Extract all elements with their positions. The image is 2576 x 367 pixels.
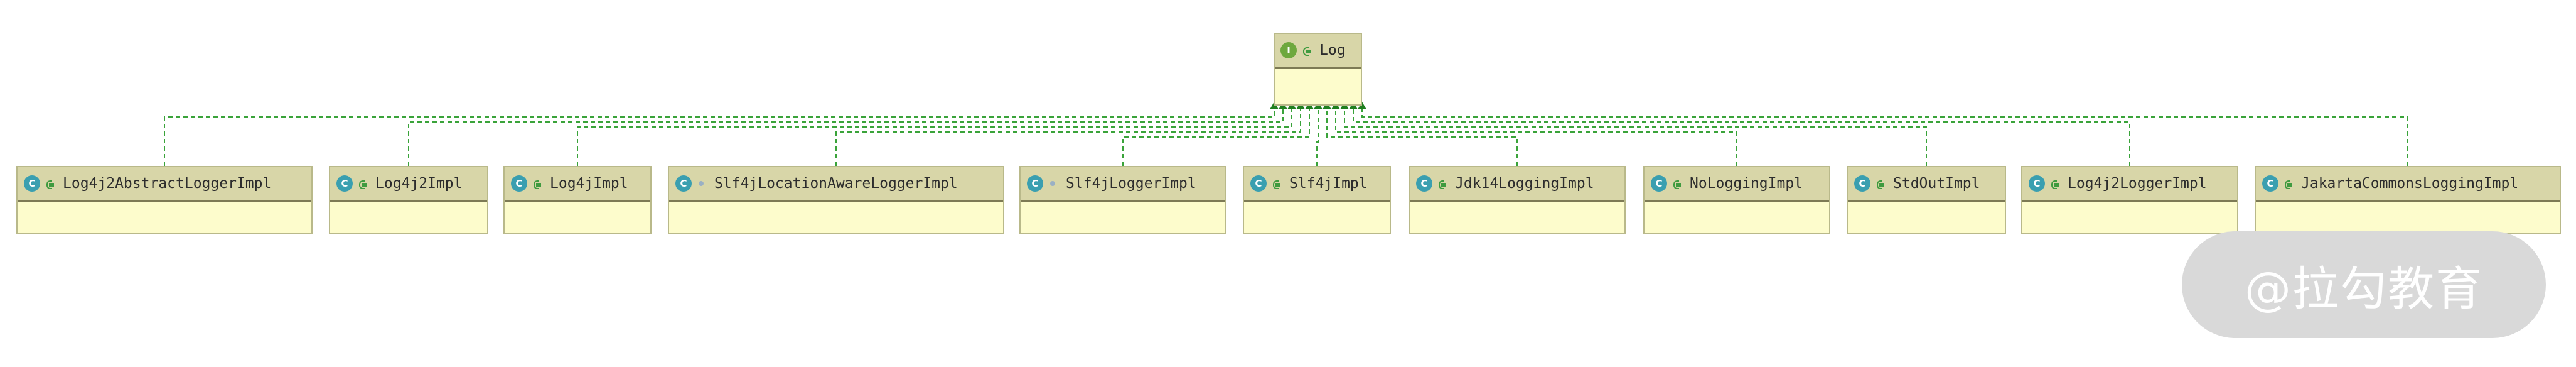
implements-edge — [164, 109, 1275, 166]
arrowhead — [1314, 102, 1323, 109]
arrowhead — [1349, 102, 1358, 109]
class-name: Jdk14LoggingImpl — [1455, 175, 1594, 192]
implements-edge — [1361, 109, 2408, 166]
class-log4j-impl[interactable]: C Log4jImpl — [503, 166, 652, 234]
implements-edge — [1353, 109, 2130, 166]
arrowhead — [1331, 102, 1340, 109]
implements-edge — [408, 109, 1284, 166]
class-name: Slf4jLoggerImpl — [1066, 175, 1196, 192]
class-name: Slf4jImpl — [1289, 175, 1368, 192]
interface-log[interactable]: I Log — [1274, 33, 1362, 106]
class-icon: C — [1416, 175, 1432, 192]
class-jakarta-commons-logging-impl[interactable]: C JakartaCommonsLoggingImpl — [2255, 166, 2561, 234]
class-icon: C — [1027, 175, 1043, 192]
class-header: C JakartaCommonsLoggingImpl — [2256, 167, 2560, 202]
watermark: @拉勾教育 — [2182, 231, 2546, 338]
implements-edge — [835, 109, 1301, 166]
class-header: C Log4j2LoggerImpl — [2022, 167, 2237, 202]
public-icon — [532, 179, 541, 189]
class-icon: C — [24, 175, 40, 192]
class-name: Slf4jLocationAwareLoggerImpl — [714, 175, 958, 192]
class-jdk14-logging-impl[interactable]: C Jdk14LoggingImpl — [1409, 166, 1626, 234]
class-header: C Slf4jImpl — [1244, 167, 1390, 202]
arrowhead — [1340, 102, 1349, 109]
class-icon: C — [675, 175, 692, 192]
class-std-out-impl[interactable]: C StdOutImpl — [1847, 166, 2006, 234]
interface-icon: I — [1280, 42, 1297, 58]
class-name: StdOutImpl — [1893, 175, 1980, 192]
interface-name: Log — [1319, 42, 1346, 58]
class-icon: C — [511, 175, 527, 192]
implements-edge — [1335, 109, 1737, 166]
class-slf4j-logger-impl[interactable]: C Slf4jLoggerImpl — [1019, 166, 1226, 234]
class-log4j2-abstract-logger-impl[interactable]: C Log4j2AbstractLoggerImpl — [16, 166, 313, 234]
class-icon: C — [1854, 175, 1870, 192]
class-slf4j-impl[interactable]: C Slf4jImpl — [1243, 166, 1391, 234]
public-icon — [358, 179, 367, 189]
arrowhead — [1323, 102, 1331, 109]
arrowhead — [1358, 102, 1366, 109]
class-header: C Slf4jLocationAwareLoggerImpl — [669, 167, 1003, 202]
class-header: C NoLoggingImpl — [1645, 167, 1829, 202]
class-no-logging-impl[interactable]: C NoLoggingImpl — [1643, 166, 1830, 234]
class-log4j2-logger-impl[interactable]: C Log4j2LoggerImpl — [2021, 166, 2238, 234]
class-header: C Log4j2Impl — [330, 167, 487, 202]
arrowhead — [1270, 102, 1279, 109]
class-icon: C — [1651, 175, 1667, 192]
class-icon: C — [2262, 175, 2278, 192]
public-icon — [2050, 179, 2059, 189]
public-icon — [1302, 46, 1311, 56]
arrowhead — [1287, 102, 1296, 109]
public-icon — [1876, 179, 1884, 189]
class-icon: C — [336, 175, 353, 192]
implements-edge — [1344, 109, 1927, 166]
interface-log-header: I Log — [1275, 34, 1361, 69]
class-header: C Log4jImpl — [505, 167, 650, 202]
implements-edge — [1326, 109, 1518, 166]
class-header: C StdOutImpl — [1848, 167, 2005, 202]
class-slf4j-location-aware-logger-impl[interactable]: C Slf4jLocationAwareLoggerImpl — [668, 166, 1004, 234]
class-name: Log4j2AbstractLoggerImpl — [63, 175, 272, 192]
implements-edge — [577, 109, 1292, 166]
class-name: Log4j2LoggerImpl — [2068, 175, 2207, 192]
class-log4j2-impl[interactable]: C Log4j2Impl — [329, 166, 488, 234]
class-name: Log4jImpl — [550, 175, 628, 192]
class-header: C Jdk14LoggingImpl — [1410, 167, 1624, 202]
class-name: NoLoggingImpl — [1690, 175, 1803, 192]
public-icon — [1672, 179, 1681, 189]
class-header: C Log4j2AbstractLoggerImpl — [18, 167, 311, 202]
class-header: C Slf4jLoggerImpl — [1021, 167, 1225, 202]
public-icon — [45, 179, 54, 189]
class-name: Log4j2Impl — [375, 175, 463, 192]
arrowhead — [1279, 102, 1287, 109]
package-private-icon — [697, 179, 706, 188]
class-icon: C — [2029, 175, 2045, 192]
public-icon — [1272, 179, 1280, 189]
public-icon — [2284, 179, 2292, 189]
class-name: JakartaCommonsLoggingImpl — [2301, 175, 2519, 192]
implements-edge — [1122, 109, 1310, 166]
class-icon: C — [1250, 175, 1267, 192]
package-private-icon — [1048, 179, 1057, 188]
implements-edge — [1316, 109, 1319, 166]
arrowhead — [1305, 102, 1314, 109]
public-icon — [1437, 179, 1446, 189]
arrowhead — [1296, 102, 1305, 109]
